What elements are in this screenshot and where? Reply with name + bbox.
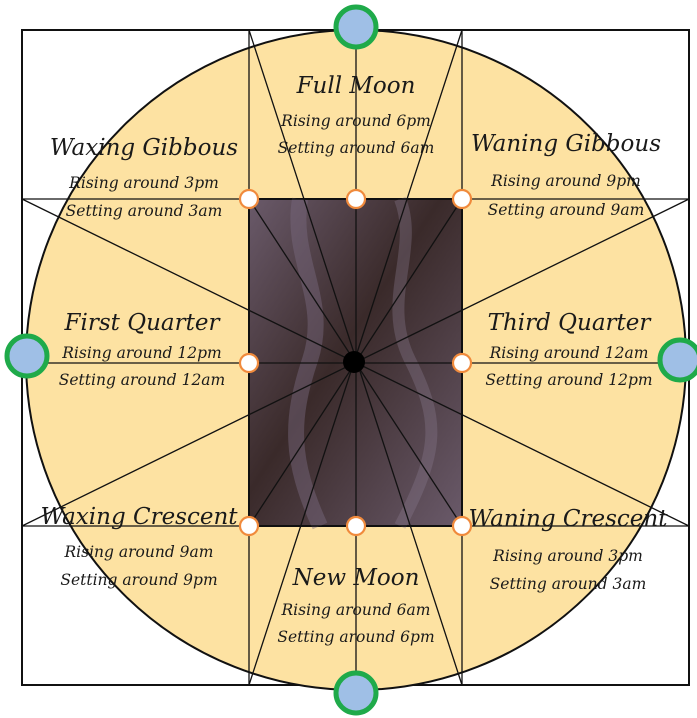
phase-marker: [345, 515, 367, 537]
phase-marker: [238, 515, 260, 537]
phase-name: New Moon: [292, 565, 420, 591]
cardinal-circle-top: [333, 4, 379, 50]
phase-marker: [345, 188, 367, 210]
label-first-quarter: First Quarter Rising around 12pm Setting…: [59, 310, 226, 389]
setting-text: Setting around 12pm: [485, 371, 652, 389]
setting-text: Setting around 3am: [490, 575, 647, 593]
rising-text: Rising around 12am: [489, 344, 649, 362]
phase-name: Waxing Gibbous: [50, 135, 238, 161]
setting-text: Setting around 9pm: [60, 571, 217, 589]
phase-name: Waning Crescent: [469, 506, 669, 532]
phase-marker: [451, 515, 473, 537]
label-new-moon: New Moon Rising around 6am Setting aroun…: [277, 565, 434, 646]
label-third-quarter: Third Quarter Rising around 12am Setting…: [485, 310, 652, 389]
phase-name: Waxing Crescent: [40, 504, 238, 530]
rising-text: Rising around 9pm: [490, 172, 641, 190]
setting-text: Setting around 9am: [488, 201, 645, 219]
phase-name: Full Moon: [296, 73, 416, 99]
setting-text: Setting around 3am: [66, 202, 223, 220]
rising-text: Rising around 12pm: [61, 344, 222, 362]
rising-text: Rising around 6pm: [280, 112, 431, 130]
cardinal-circle-left: [4, 333, 50, 379]
rising-text: Rising around 6am: [281, 601, 431, 619]
phase-name: Third Quarter: [488, 310, 653, 336]
setting-text: Setting around 12am: [59, 371, 226, 389]
photo-texture: [392, 196, 438, 529]
label-waxing-gibbous: Waxing Gibbous Rising around 3pm Setting…: [50, 135, 238, 220]
label-full-moon: Full Moon Rising around 6pm Setting arou…: [278, 73, 435, 157]
phase-marker: [451, 188, 473, 210]
label-waxing-crescent: Waxing Crescent Rising around 9am Settin…: [40, 504, 238, 589]
rising-text: Rising around 3pm: [492, 547, 643, 565]
phase-name: Waning Gibbous: [471, 131, 661, 157]
phase-marker: [238, 352, 260, 374]
setting-text: Setting around 6pm: [277, 628, 434, 646]
center-point: [343, 351, 365, 373]
phase-marker: [238, 188, 260, 210]
cardinal-circle-right: [657, 337, 697, 383]
cardinal-circle-bottom: [333, 670, 379, 716]
rising-text: Rising around 9am: [64, 543, 214, 561]
phase-marker: [451, 352, 473, 374]
rising-text: Rising around 3pm: [68, 174, 219, 192]
phase-name: First Quarter: [64, 310, 222, 336]
label-waning-crescent: Waning Crescent Rising around 3pm Settin…: [469, 506, 669, 593]
label-waning-gibbous: Waning Gibbous Rising around 9pm Setting…: [471, 131, 661, 219]
setting-text: Setting around 6am: [278, 139, 435, 157]
photo-texture: [288, 197, 328, 530]
